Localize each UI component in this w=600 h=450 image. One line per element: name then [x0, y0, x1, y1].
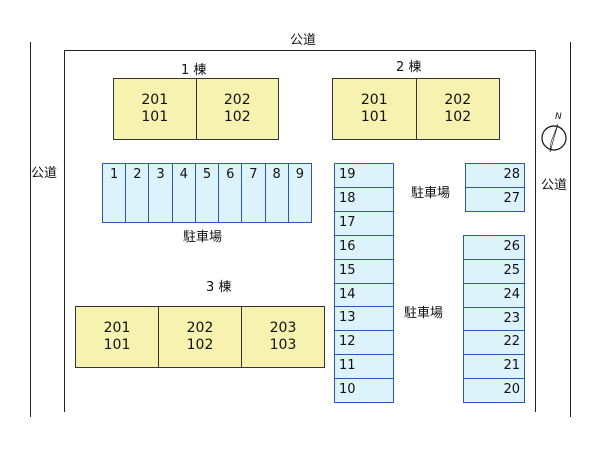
unit-number: 102: [186, 337, 214, 353]
unit-number: 101: [103, 337, 131, 353]
unit-number: 201: [360, 92, 388, 108]
parking-spot: 3: [148, 164, 171, 222]
parking-spot: 12: [335, 330, 393, 354]
parking-spot: 14: [335, 282, 393, 307]
unit-number: 103: [269, 337, 297, 353]
parking-label-right: 駐車場: [404, 306, 444, 321]
site-boundary-top: [64, 50, 536, 51]
parking-spot: 22: [464, 330, 524, 354]
parking-spot: 5: [194, 164, 218, 222]
parking-spot: 19: [339, 167, 356, 182]
unit-number: 202: [444, 92, 472, 108]
unit-number: 202: [186, 320, 214, 336]
site-boundary-left: [64, 50, 65, 412]
north-arrow-icon: N: [541, 112, 567, 153]
parking-spot: 13: [335, 306, 393, 330]
parking-spot: 15: [335, 258, 393, 283]
road-line-left: [30, 42, 31, 417]
parking-spot: 18: [335, 186, 393, 211]
road-line-right: [570, 42, 571, 417]
parking-spot: 28: [503, 167, 520, 182]
road-label-top: 公道: [290, 33, 317, 48]
parking-spot: 16: [335, 234, 393, 259]
unit-number: 101: [360, 109, 388, 125]
parking-spot: 27: [466, 187, 524, 211]
parking-label-middle: 駐車場: [411, 186, 451, 201]
parking-spot: 1: [109, 167, 119, 182]
parking-spot: 24: [464, 282, 524, 307]
parking-spot: 7: [241, 164, 264, 222]
parking-spot: 6: [218, 164, 241, 222]
parking-spot: 8: [264, 164, 288, 222]
site-boundary-right: [535, 50, 536, 412]
compass-label: N: [555, 112, 562, 122]
building-1-title: 1 棟: [181, 63, 207, 78]
parking-spot: 17: [335, 210, 393, 235]
unit-number: 102: [223, 109, 251, 125]
parking-spot: 21: [464, 354, 524, 378]
road-label-left: 公道: [31, 166, 58, 181]
parking-spot: 25: [464, 258, 524, 283]
parking-spot: 26: [503, 239, 520, 254]
unit-number: 201: [141, 92, 169, 108]
unit-number: 203: [269, 320, 297, 336]
parking-label-left: 駐車場: [183, 230, 223, 245]
building-3-title: 3 棟: [206, 280, 232, 295]
parking-spot: 2: [125, 164, 148, 222]
unit-number: 202: [223, 92, 251, 108]
unit-number: 102: [444, 109, 472, 125]
parking-spot: 10: [335, 378, 393, 402]
unit-number: 101: [141, 109, 169, 125]
road-label-right: 公道: [541, 178, 568, 193]
building-2-title: 2 棟: [396, 60, 422, 75]
parking-spot: 11: [335, 354, 393, 378]
parking-spot: 23: [464, 306, 524, 331]
parking-spot: 4: [171, 164, 195, 222]
parking-spot: 20: [464, 378, 524, 402]
unit-number: 201: [103, 320, 131, 336]
parking-spot: 9: [287, 164, 311, 222]
